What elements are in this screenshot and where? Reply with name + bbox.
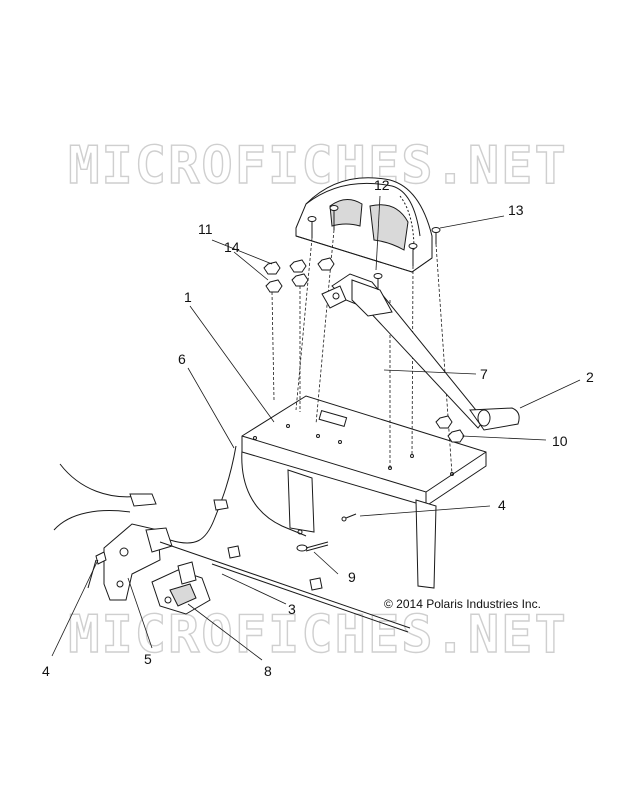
leader-lines [51,195,581,661]
callout-12: 12 [374,177,390,193]
nut-set [263,257,465,443]
callout-11: 11 [198,221,213,237]
mounting-plate [241,395,487,589]
callout-13: 13 [508,202,524,218]
callout-8: 8 [264,663,272,679]
screw-set [295,205,453,475]
cotter-pin [341,513,357,522]
watermark-bottom: MICROFICHES.NET [68,605,568,665]
brake-lever [321,273,520,431]
screw [329,205,339,230]
caliper-bracket [87,523,173,601]
screw [307,216,317,238]
callout-9: 9 [348,569,356,585]
callout-6: 6 [178,351,186,367]
copyright-notice: © 2014 Polaris Industries Inc. [384,597,541,611]
callout-3: 3 [288,601,296,617]
screw [408,243,418,266]
brake-rod [159,541,411,633]
callout-1: 1 [184,289,192,305]
brake-cables [53,445,307,544]
callout-2: 2 [586,369,594,385]
callout-7: 7 [480,366,488,382]
callout-5: 5 [144,651,152,667]
callout-4-upper: 4 [498,497,506,513]
screw [431,227,441,244]
callout-10: 10 [552,433,568,449]
lever-bracket [351,273,393,317]
console-cover [295,177,433,273]
callout-4-lower: 4 [42,663,50,679]
brake-caliper [151,561,211,615]
watermark-top: MICROFICHES.NET [68,136,568,196]
callout-14: 14 [224,239,240,255]
clevis-pin [296,541,329,552]
